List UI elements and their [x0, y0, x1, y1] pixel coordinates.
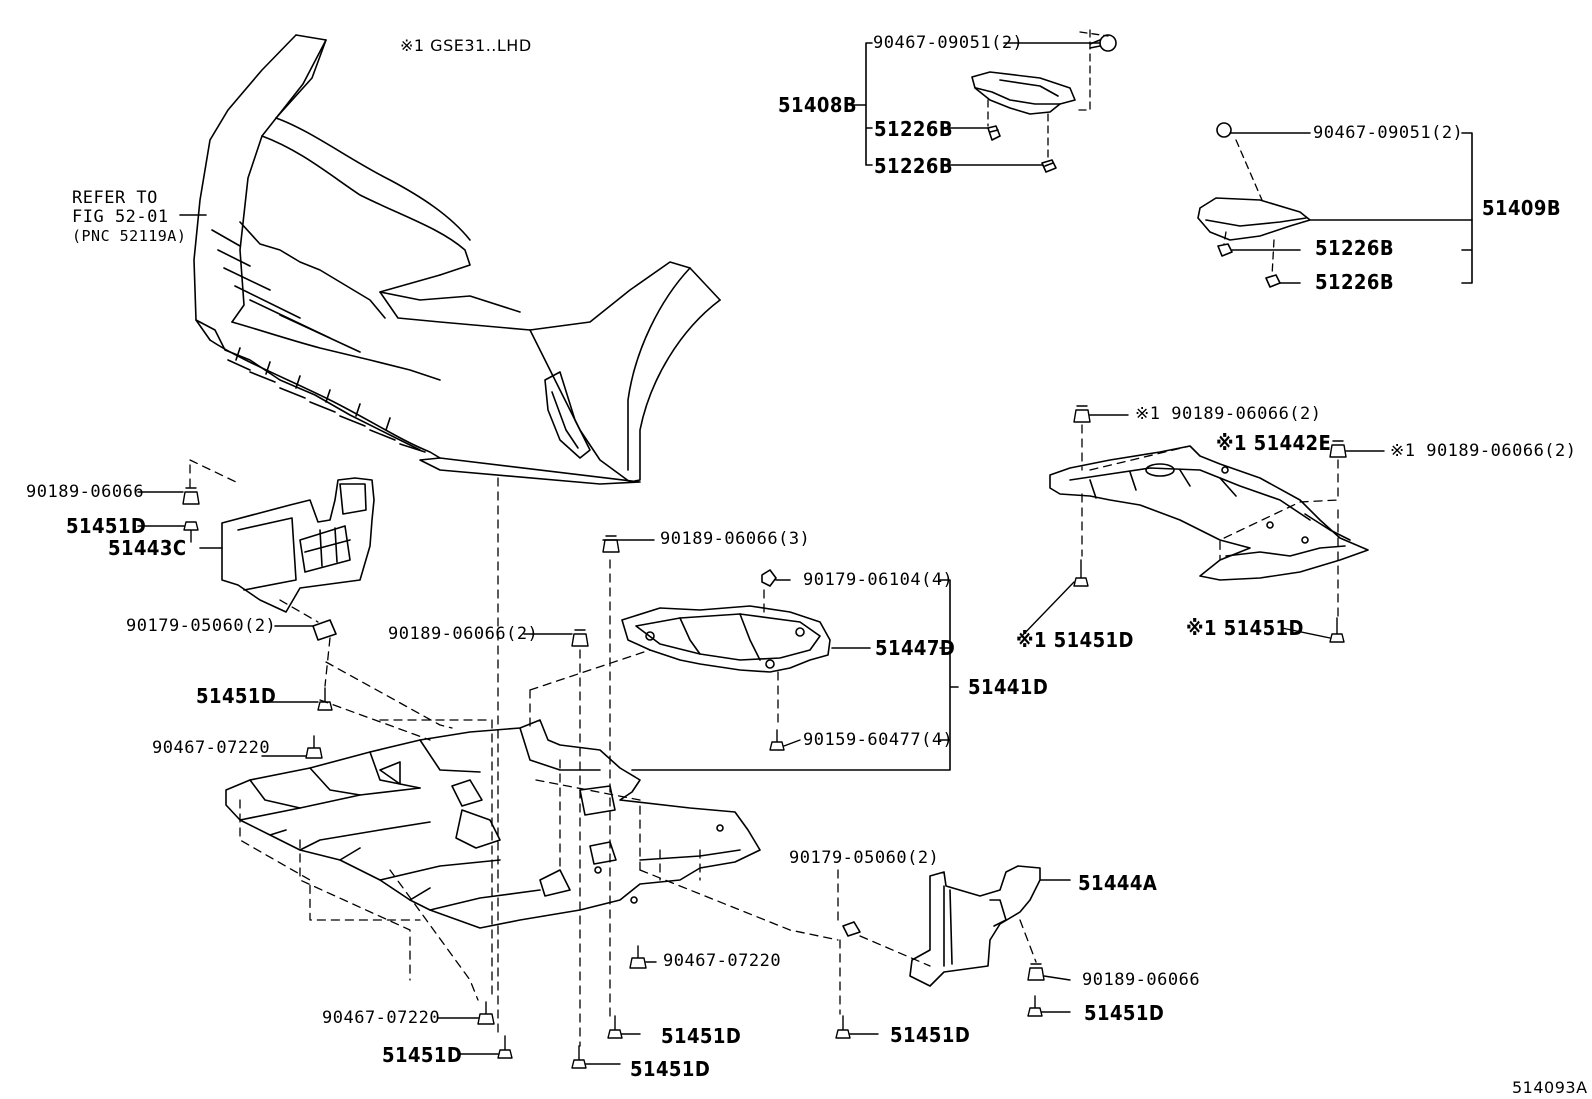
callout-51451d-bottom-b[interactable]: 51451D: [630, 1057, 711, 1081]
bracket-51408b: [849, 34, 1117, 173]
callout-90189-06066-2[interactable]: 90189-06066(2): [388, 624, 539, 644]
callout-51226b-4[interactable]: 51226B: [1315, 270, 1395, 294]
callout-90159-60477[interactable]: 90159-60477(4): [803, 730, 954, 750]
callout-51226b-1[interactable]: 51226B: [874, 117, 954, 141]
callout-51451d-right-a[interactable]: ※1 51451D: [1016, 628, 1134, 652]
shield-51444a: [842, 865, 1071, 987]
callout-51444a[interactable]: 51444A: [1078, 871, 1158, 895]
callout-90467-07220-bottom[interactable]: 90467-07220: [663, 951, 782, 971]
callout-51451d-bottom-right[interactable]: 51451D: [1084, 1001, 1165, 1025]
assembly-lines: [189, 424, 1339, 1047]
engine-under-cover: [225, 719, 761, 929]
front-bumper-cover: [179, 34, 721, 485]
cover-51442e: [1049, 445, 1369, 581]
callout-90467-09051-top[interactable]: 90467-09051(2): [873, 33, 1024, 53]
callout-90189-06066-right-b[interactable]: ※1 90189-06066(2): [1390, 441, 1577, 461]
callout-51408b[interactable]: 51408B: [778, 93, 858, 117]
callout-51451d-left[interactable]: 51451D: [66, 514, 147, 538]
callout-51442e[interactable]: ※1 51442E: [1216, 431, 1332, 455]
callout-51443c[interactable]: 51443C: [108, 536, 187, 560]
callout-51451d-bottom-center[interactable]: 51451D: [890, 1023, 971, 1047]
plate-51447d: [621, 569, 959, 771]
bracket-51409b: [1197, 122, 1473, 288]
callout-51451d-bottom-left[interactable]: 51451D: [382, 1043, 463, 1067]
callout-90179-06104[interactable]: 90179-06104(4): [803, 570, 954, 590]
callout-90189-06066-left[interactable]: 90189-06066: [26, 482, 145, 502]
callout-90179-05060-right[interactable]: 90179-05060(2): [789, 848, 940, 868]
callout-90467-09051-right[interactable]: 90467-09051(2): [1313, 123, 1464, 143]
callout-51409b[interactable]: 51409B: [1482, 196, 1562, 220]
refer-line-2: FIG 52-01: [72, 207, 169, 227]
callout-90189-06066-right-a[interactable]: ※1 90189-06066(2): [1135, 404, 1322, 424]
figure-id: 514093A: [1512, 1078, 1588, 1097]
callout-51441d[interactable]: 51441D: [968, 675, 1049, 699]
callout-51451d-mid[interactable]: 51451D: [196, 684, 277, 708]
fasteners: [137, 405, 1385, 1069]
callout-51226b-2[interactable]: 51226B: [874, 154, 954, 178]
callout-90467-07220-mid[interactable]: 90467-07220: [152, 738, 271, 758]
callout-90189-06066-bottom[interactable]: 90189-06066: [1082, 970, 1201, 990]
callout-51226b-3[interactable]: 51226B: [1315, 236, 1395, 260]
shield-51443c: [199, 477, 375, 641]
callout-90467-07220-bottom-left[interactable]: 90467-07220: [322, 1008, 441, 1028]
refer-line-1: REFER TO: [72, 188, 158, 208]
lhd-note: ※1 GSE31..LHD: [400, 36, 532, 55]
callout-51451d-right-b[interactable]: ※1 51451D: [1186, 616, 1304, 640]
callout-90179-05060-left[interactable]: 90179-05060(2): [126, 616, 277, 636]
refer-line-3[interactable]: (PNC 52119A): [72, 227, 187, 245]
callout-51451d-bottom-a[interactable]: 51451D: [661, 1024, 742, 1048]
callout-51447d[interactable]: 51447D: [875, 636, 956, 660]
callout-90189-06066-3[interactable]: 90189-06066(3): [660, 529, 811, 549]
